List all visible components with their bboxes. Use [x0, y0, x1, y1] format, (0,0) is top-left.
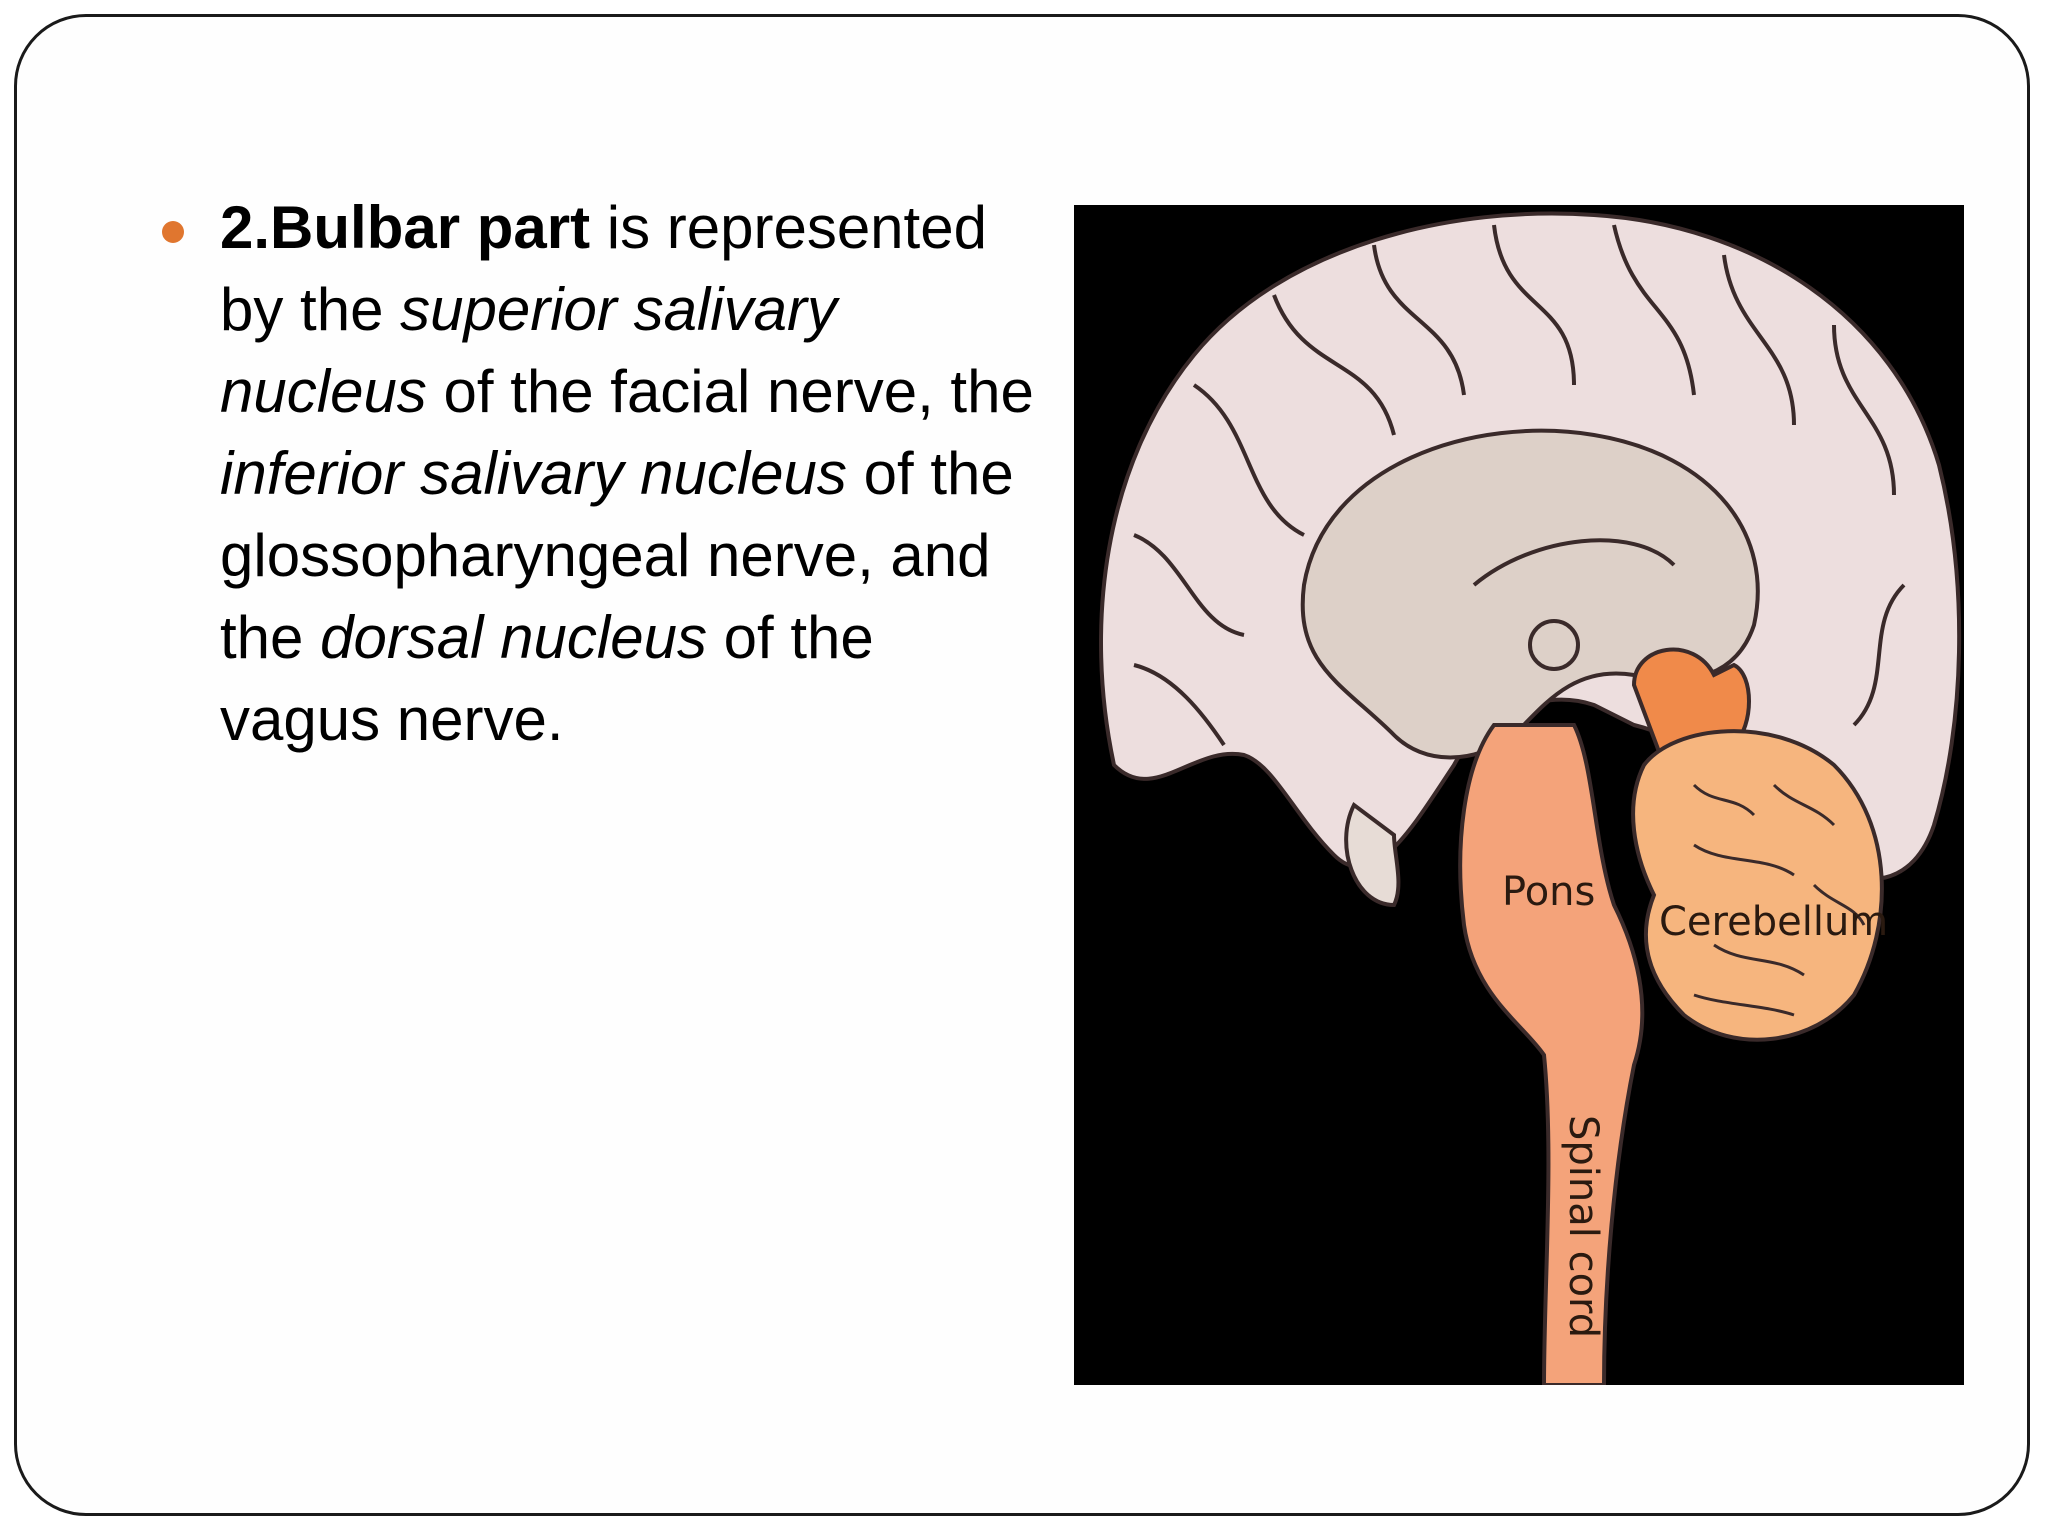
text-segment-3: of the glossopharyngeal nerve, and the	[220, 440, 1014, 671]
italic-inferior-salivary: inferior salivary nucleus	[220, 440, 847, 507]
bullet-text: 2.Bulbar part is represented by the supe…	[220, 187, 1040, 761]
gyri-lines	[1133, 224, 1906, 747]
italic-dorsal-nucleus: dorsal nucleus	[320, 604, 707, 671]
italic-superior-salivary: superior salivary nucleus	[220, 276, 837, 425]
thalamus-circle	[1528, 619, 1580, 671]
brain-illustration: Pons Cerebellum Spinal cord	[1099, 211, 1962, 1385]
cerebellum-label: Cerebellum	[1659, 899, 1888, 945]
text-segment-4: of the vagus nerve.	[220, 604, 874, 753]
brainstem	[1458, 723, 1645, 1385]
spinal-cord-label: Spinal cord	[1560, 1115, 1606, 1338]
text-segment-2: of the facial nerve, the	[426, 358, 1034, 425]
pituitary	[1344, 801, 1401, 908]
pons-label: Pons	[1502, 869, 1595, 915]
brain-sagittal-figure: Pons Cerebellum Spinal cord	[1074, 205, 1964, 1385]
bold-lead: 2.Bulbar part	[220, 194, 591, 261]
bullet-dot-icon	[162, 221, 184, 243]
cerebellum-folia	[1692, 783, 1866, 1017]
text-segment-1: is represented by the	[220, 194, 987, 343]
cerebellum	[1631, 729, 1884, 1042]
slide-frame: 2.Bulbar part is represented by the supe…	[14, 14, 2030, 1516]
